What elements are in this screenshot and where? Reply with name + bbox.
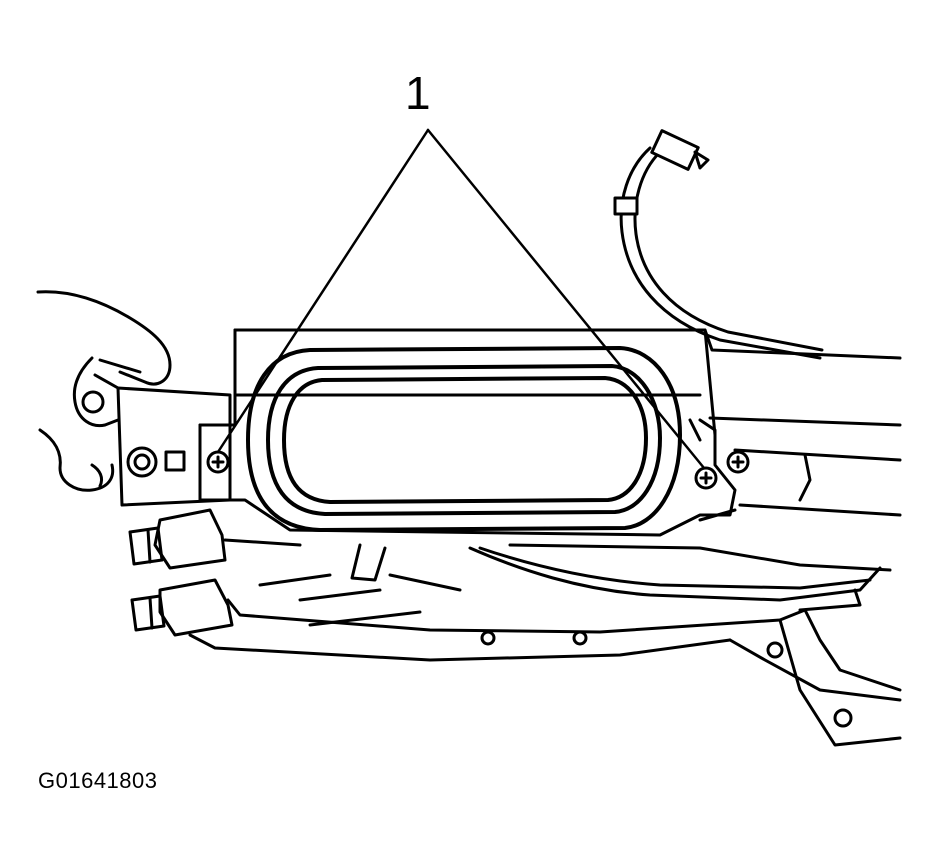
mounting-rail — [235, 330, 900, 520]
callout-screw-right-icon — [696, 468, 716, 488]
speaker-cone — [248, 348, 680, 530]
connector-upper — [130, 510, 225, 568]
panel-hole-icon — [482, 632, 851, 726]
callout-number: 1 — [405, 67, 431, 119]
bracket-screw-icon — [128, 448, 156, 476]
connector-lower — [132, 580, 232, 635]
callout-screw-left-icon — [208, 452, 228, 472]
rail-screw-icon — [728, 452, 748, 472]
hand — [38, 292, 170, 491]
lower-trim-panel — [190, 540, 900, 745]
left-bracket — [95, 375, 230, 505]
callout-leader-lines — [218, 130, 704, 468]
wire-harness — [615, 131, 822, 358]
figure-code: G01641803 — [38, 768, 158, 793]
